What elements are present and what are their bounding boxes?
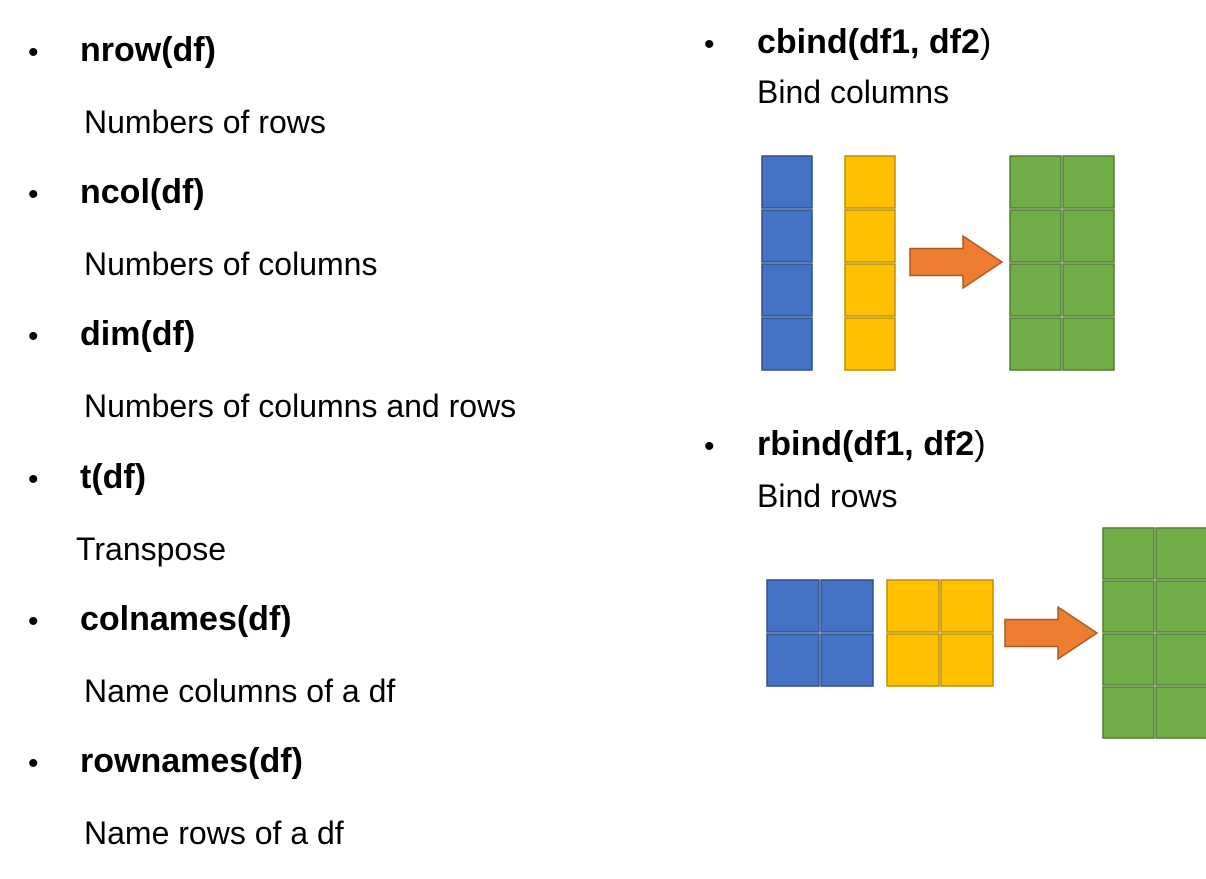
description-rownames: Name rows of a df: [84, 815, 344, 851]
green-cell: [1155, 580, 1206, 633]
green-cell: [1009, 263, 1062, 317]
green-cell: [1062, 317, 1115, 371]
blue-cell: [820, 633, 874, 687]
green-cell: [1009, 155, 1062, 209]
yellow-cell: [844, 263, 896, 317]
function-dim: dim(df): [80, 315, 196, 353]
function-rownames: rownames(df): [80, 742, 303, 780]
yellow-cell: [940, 579, 994, 633]
blue-cell: [761, 317, 813, 371]
yellow-cell: [844, 209, 896, 263]
green-cell: [1102, 633, 1155, 686]
function-rbind-close: ): [974, 425, 986, 463]
function-nrow: nrow(df): [80, 31, 216, 69]
right-arrow-icon: [1004, 605, 1099, 661]
green-cell: [1155, 633, 1206, 686]
green-cell: [1155, 686, 1206, 739]
green-cell: [1062, 263, 1115, 317]
yellow-cell: [940, 633, 994, 687]
description-ncol: Numbers of columns: [84, 246, 378, 282]
bullet: •: [28, 605, 39, 638]
yellow-cell: [886, 633, 940, 687]
blue-cell: [761, 209, 813, 263]
description-cbind: Bind columns: [757, 74, 950, 110]
function-ncol: ncol(df): [80, 173, 205, 211]
green-cell: [1102, 580, 1155, 633]
bullet: •: [28, 320, 39, 353]
green-cell: [1062, 209, 1115, 263]
description-nrow: Numbers of rows: [84, 104, 326, 140]
yellow-cell: [844, 317, 896, 371]
blue-cell: [766, 633, 820, 687]
function-t: t(df): [80, 458, 147, 496]
blue-cell: [766, 579, 820, 633]
green-cell: [1102, 527, 1155, 580]
function-cbind-name: cbind(df1, df2: [757, 23, 980, 61]
blue-cell: [761, 155, 813, 209]
bullet: •: [28, 747, 39, 780]
yellow-cell: [886, 579, 940, 633]
bullet: •: [28, 178, 39, 211]
description-dim: Numbers of columns and rows: [84, 388, 517, 424]
bullet: •: [28, 463, 39, 496]
green-cell: [1009, 317, 1062, 371]
bullet: •: [28, 36, 39, 69]
description-colnames: Name columns of a df: [84, 673, 396, 709]
right-arrow-icon: [909, 234, 1004, 290]
green-cell: [1009, 209, 1062, 263]
description-t: Transpose: [76, 531, 226, 567]
bullet: •: [704, 28, 715, 61]
bullet: •: [704, 430, 715, 463]
yellow-cell: [844, 155, 896, 209]
description-rbind: Bind rows: [757, 478, 898, 514]
function-rbind-name: rbind(df1, df2: [757, 425, 975, 463]
function-colnames: colnames(df): [80, 600, 292, 638]
green-cell: [1102, 686, 1155, 739]
cbind-diagram: [761, 155, 1115, 371]
blue-cell: [820, 579, 874, 633]
blue-cell: [761, 263, 813, 317]
green-cell: [1062, 155, 1115, 209]
function-cbind-close: ): [979, 23, 992, 61]
function-cbind: cbind(df1, df2): [757, 22, 991, 62]
function-rbind: rbind(df1, df2): [757, 424, 986, 464]
green-cell: [1155, 527, 1206, 580]
rbind-diagram: [766, 527, 1206, 739]
